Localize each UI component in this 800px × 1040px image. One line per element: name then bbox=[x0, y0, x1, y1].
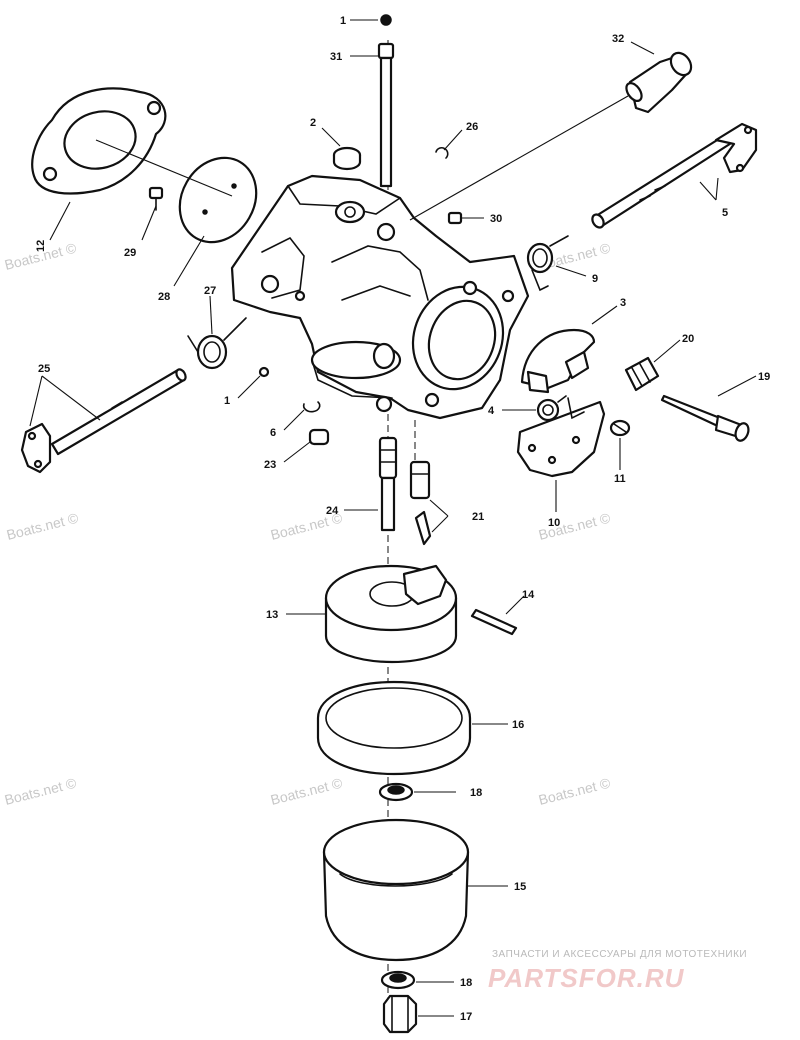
part-21-jet bbox=[409, 460, 432, 546]
callout-21: 21 bbox=[472, 511, 484, 523]
part-10-bracket bbox=[516, 397, 606, 478]
part-18-washer-lower bbox=[380, 970, 416, 990]
callout-3: 3 bbox=[620, 297, 626, 309]
callout-31: 31 bbox=[330, 51, 342, 63]
callout-9: 9 bbox=[592, 273, 598, 285]
callout-26: 26 bbox=[466, 121, 478, 133]
callout-14: 14 bbox=[522, 589, 535, 601]
part-32-elbow-fitting bbox=[625, 51, 693, 114]
part-12-gasket bbox=[31, 87, 167, 195]
callout-11: 11 bbox=[614, 473, 626, 485]
part-5-shaft bbox=[591, 122, 758, 229]
callout-18-upper: 18 bbox=[470, 787, 482, 799]
watermark: Boats.net © bbox=[537, 774, 613, 807]
callout-32: 32 bbox=[612, 33, 624, 45]
part-6-clip bbox=[302, 401, 321, 413]
part-18-washer-upper bbox=[378, 782, 414, 802]
footer-logo: PARTSFOR.RU bbox=[488, 963, 685, 993]
part-26-clip bbox=[435, 146, 449, 159]
callout-24: 24 bbox=[326, 505, 339, 517]
callout-19: 19 bbox=[758, 371, 770, 383]
callout-28: 28 bbox=[158, 291, 170, 303]
part-28-disc bbox=[178, 156, 258, 244]
footer-branding: ЗАПЧАСТИ И АКСЕССУАРЫ ДЛЯ МОТОТЕХНИКИ PA… bbox=[488, 949, 747, 993]
part-31-rod bbox=[377, 42, 395, 188]
part-24-main-jet bbox=[378, 436, 398, 532]
watermark: Boats.net © bbox=[5, 509, 81, 542]
callout-1-top: 1 bbox=[340, 15, 346, 27]
callout-1-middle: 1 bbox=[224, 395, 230, 407]
part-17-nut bbox=[382, 994, 418, 1034]
part-14-pin bbox=[470, 608, 518, 636]
callout-30: 30 bbox=[490, 213, 502, 225]
callout-27: 27 bbox=[204, 285, 216, 297]
part-25-shaft bbox=[20, 368, 187, 474]
callout-2: 2 bbox=[310, 117, 316, 129]
part-1-ball-middle bbox=[258, 366, 270, 378]
part-4-spring bbox=[536, 395, 567, 422]
leader-lines bbox=[29, 19, 757, 1017]
callout-12: 12 bbox=[35, 240, 47, 252]
part-2-cap bbox=[332, 146, 362, 171]
part-3-throttle-plate bbox=[520, 328, 596, 394]
callout-29: 29 bbox=[124, 247, 136, 259]
callout-23: 23 bbox=[264, 459, 276, 471]
watermark: Boats.net © bbox=[3, 774, 79, 807]
callout-13: 13 bbox=[266, 609, 278, 621]
part-13-float bbox=[324, 564, 458, 664]
watermark: Boats.net © bbox=[269, 774, 345, 807]
callout-10: 10 bbox=[548, 517, 560, 529]
part-16-ring bbox=[316, 680, 472, 776]
part-9-spring bbox=[526, 235, 569, 292]
part-11-screw bbox=[609, 419, 631, 437]
callout-5: 5 bbox=[722, 207, 728, 219]
part-1-ball-top bbox=[380, 14, 392, 26]
part-20-spring bbox=[624, 356, 660, 392]
callout-16: 16 bbox=[512, 719, 524, 731]
carburetor-body bbox=[230, 174, 530, 420]
callout-17: 17 bbox=[460, 1011, 472, 1023]
part-19-needle-screw bbox=[660, 394, 750, 442]
part-29-screw bbox=[148, 186, 164, 211]
callout-4: 4 bbox=[488, 405, 495, 417]
callout-25: 25 bbox=[38, 363, 50, 375]
part-23-plug bbox=[308, 428, 330, 446]
callout-20: 20 bbox=[682, 333, 694, 345]
callout-15: 15 bbox=[514, 881, 526, 893]
callout-labels: 1 31 2 26 32 12 29 28 30 5 9 27 3 20 19 … bbox=[35, 15, 770, 1023]
part-27-spring bbox=[187, 317, 247, 370]
part-15-bowl bbox=[322, 818, 470, 962]
callout-18-lower: 18 bbox=[460, 977, 472, 989]
part-30-screw bbox=[447, 211, 463, 225]
footer-tagline: ЗАПЧАСТИ И АКСЕССУАРЫ ДЛЯ МОТОТЕХНИКИ bbox=[492, 949, 747, 960]
callout-6: 6 bbox=[270, 427, 276, 439]
